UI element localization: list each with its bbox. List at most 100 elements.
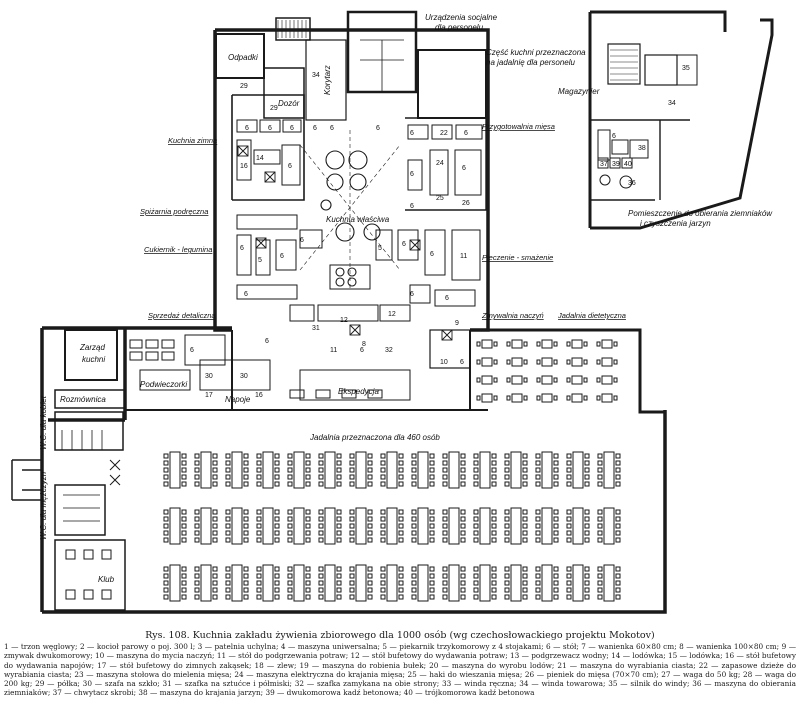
svg-text:40: 40 <box>624 161 632 168</box>
diet-chair <box>476 377 481 383</box>
club-table <box>65 589 76 600</box>
hall-chair <box>349 467 355 473</box>
hall-chair <box>318 453 324 459</box>
hall-chair <box>256 594 262 600</box>
svg-text:6: 6 <box>462 165 466 172</box>
hall-chair <box>615 594 621 600</box>
ventilation-lines <box>299 130 401 290</box>
hall-chair <box>429 516 435 522</box>
label-przygotowalnia: Przygotowalnia mięsa <box>482 122 555 131</box>
hall-chair <box>349 509 355 515</box>
hall-chair <box>535 537 541 543</box>
svg-text:30: 30 <box>205 373 213 380</box>
label-czesc-kuchni-2: na jadalnię dla personelu <box>486 58 576 67</box>
hall-table <box>200 451 212 489</box>
hall-table <box>417 507 429 545</box>
hall-chair <box>367 516 373 522</box>
hall-chair <box>615 460 621 466</box>
hall-chair <box>429 523 435 529</box>
hall-chair <box>473 467 479 473</box>
hall-chair <box>460 509 466 515</box>
ekspedycja-counter <box>299 369 411 401</box>
label-urzadzenia: Urządzenia socjalne <box>425 13 498 22</box>
hall-chair <box>336 587 342 593</box>
hall-chair <box>535 509 541 515</box>
diet-table <box>541 339 553 349</box>
hall-chair <box>243 594 249 600</box>
diet-chair <box>566 341 571 347</box>
svg-text:6: 6 <box>190 347 194 354</box>
hall-chair <box>194 481 200 487</box>
diet-table <box>601 393 613 403</box>
hall-chair <box>181 580 187 586</box>
diet-table <box>601 375 613 385</box>
diet-table <box>511 393 523 403</box>
hall-chair <box>615 537 621 543</box>
hall-chair <box>566 530 572 536</box>
diet-table <box>481 393 493 403</box>
podwieczorki-counter <box>139 369 191 391</box>
hall-chair <box>194 516 200 522</box>
hall-chair <box>287 580 293 586</box>
club-room <box>54 539 126 611</box>
hall-chair <box>305 537 311 543</box>
hall-chair <box>194 580 200 586</box>
hall-chair <box>566 566 572 572</box>
label-podwieczorki: Podwieczorki <box>140 380 187 389</box>
hall-chair <box>504 474 510 480</box>
hall-chair <box>256 566 262 572</box>
hall-chair <box>491 537 497 543</box>
hall-chair <box>225 453 231 459</box>
storage-stair-hatching <box>610 49 638 81</box>
hall-chair <box>615 530 621 536</box>
hall-chair <box>411 573 417 579</box>
club-table <box>101 589 112 600</box>
staff-dining-kitchen-outline <box>417 49 487 119</box>
hall-chair <box>535 453 541 459</box>
hall-chair <box>274 580 280 586</box>
diet-table <box>541 357 553 367</box>
hall-chair <box>274 594 280 600</box>
hall-chair <box>163 453 169 459</box>
hall-chair <box>318 594 324 600</box>
hall-chair <box>274 453 280 459</box>
hall-chair <box>181 516 187 522</box>
diet-chair <box>506 377 511 383</box>
hall-chair <box>287 566 293 572</box>
svg-text:31: 31 <box>312 325 320 332</box>
svg-text:6: 6 <box>290 125 294 132</box>
hall-chair <box>336 537 342 543</box>
hall-chair <box>367 573 373 579</box>
hall-chair <box>522 460 528 466</box>
hall-chair <box>349 453 355 459</box>
hall-chair <box>287 509 293 515</box>
hall-chair <box>256 474 262 480</box>
svg-text:6: 6 <box>245 125 249 132</box>
diet-chair <box>536 341 541 347</box>
hall-chair <box>274 530 280 536</box>
hall-chair <box>318 474 324 480</box>
hall-table <box>541 451 553 489</box>
hall-chair <box>163 566 169 572</box>
hall-chair <box>460 566 466 572</box>
hall-chair <box>212 460 218 466</box>
label-napoje: Napoje <box>225 395 251 404</box>
hall-chair <box>367 481 373 487</box>
hall-chair <box>305 566 311 572</box>
hall-chair <box>584 467 590 473</box>
diet-chair <box>583 377 588 383</box>
hall-chair <box>442 587 448 593</box>
hall-chair <box>194 453 200 459</box>
hall-chair <box>225 530 231 536</box>
hall-chair <box>411 594 417 600</box>
hall-chair <box>429 481 435 487</box>
hall-chair <box>442 594 448 600</box>
hall-chair <box>212 566 218 572</box>
hall-chair <box>460 530 466 536</box>
hall-chair <box>566 467 572 473</box>
hall-chair <box>398 523 404 529</box>
svg-text:6: 6 <box>240 245 244 252</box>
hall-chair <box>411 523 417 529</box>
hall-chair <box>349 530 355 536</box>
svg-text:34: 34 <box>668 100 676 107</box>
